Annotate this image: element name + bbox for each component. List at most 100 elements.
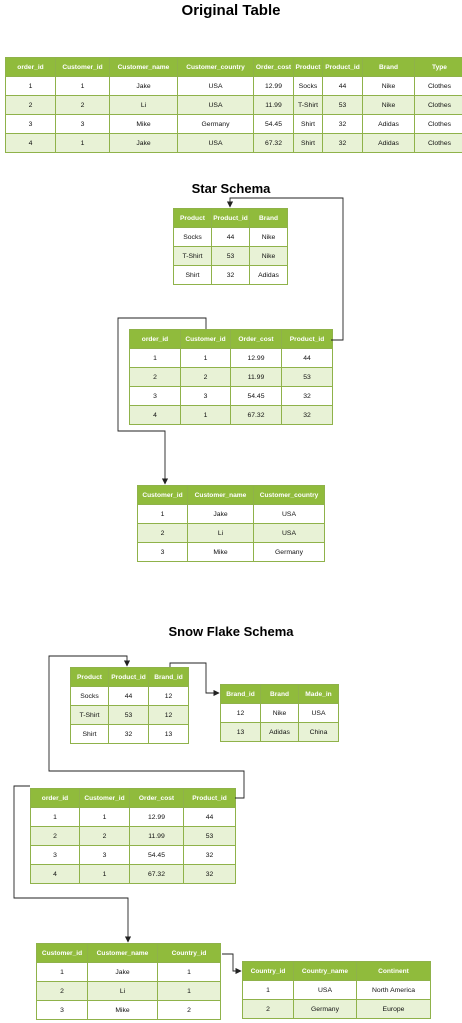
table-cell: 53	[108, 705, 149, 725]
table-cell: USA	[177, 95, 254, 115]
table-cell: 32	[183, 845, 236, 865]
column-header: order_id	[30, 788, 80, 808]
table-cell: Shirt	[293, 133, 323, 153]
column-header: Customer_country	[177, 57, 254, 77]
column-header: Product_id	[183, 788, 236, 808]
column-header: Product_id	[211, 208, 250, 228]
table-cell: 67.32	[253, 133, 294, 153]
table-cell: T-Shirt	[173, 246, 212, 266]
table-cell: 2	[55, 95, 110, 115]
table-cell: 13	[148, 724, 189, 744]
column-header: Product_id	[108, 667, 149, 687]
table-cell: Shirt	[70, 724, 109, 744]
table-cell: 2	[5, 95, 56, 115]
column-header: Product_id	[322, 57, 363, 77]
table-cell: 12.99	[129, 807, 184, 827]
table-cell: 2	[157, 1000, 221, 1020]
table-cell: 44	[322, 76, 363, 96]
table-cell: 1	[180, 405, 231, 425]
table-cell: 12.99	[253, 76, 294, 96]
table-cell: Clothes	[414, 133, 462, 153]
table-cell: 54.45	[129, 845, 184, 865]
column-header: Country_id	[242, 961, 294, 981]
table-cell: 1	[30, 807, 80, 827]
table-cell: USA	[293, 980, 357, 1000]
column-header: Order_cost	[230, 329, 282, 349]
column-header: Continent	[356, 961, 431, 981]
table-cell: 2	[36, 981, 88, 1001]
table-cell: 54.45	[253, 114, 294, 134]
table-cell: Adidas	[362, 114, 415, 134]
column-header: Country_id	[157, 943, 221, 963]
table-cell: 11.99	[230, 367, 282, 387]
table-cell: China	[298, 722, 339, 742]
column-header: Brand_id	[220, 684, 261, 704]
table-cell: Socks	[70, 686, 109, 706]
column-header: Customer_id	[180, 329, 231, 349]
star-schema-title: Star Schema	[191, 181, 271, 196]
table-cell: 53	[281, 367, 333, 387]
table-cell: 1	[157, 981, 221, 1001]
table-cell: Shirt	[293, 114, 323, 134]
table-cell: 4	[129, 405, 181, 425]
table-cell: Mike	[87, 1000, 158, 1020]
table-cell: 32	[322, 114, 363, 134]
table-cell: 44	[108, 686, 149, 706]
table-cell: 1	[180, 348, 231, 368]
table-cell: Adidas	[362, 133, 415, 153]
table-cell: 11.99	[253, 95, 294, 115]
table-cell: 12	[148, 686, 189, 706]
table-cell: 32	[322, 133, 363, 153]
column-header: Product_id	[281, 329, 333, 349]
table-cell: 1	[79, 864, 130, 884]
column-header: Brand	[362, 57, 415, 77]
table-cell: 13	[220, 722, 261, 742]
table-cell: 4	[5, 133, 56, 153]
column-header: Product	[173, 208, 212, 228]
table-cell: 1	[5, 76, 56, 96]
column-header: Type	[414, 57, 462, 77]
table-cell: 3	[5, 114, 56, 134]
table-cell: 2	[137, 523, 188, 543]
column-header: Customer_name	[87, 943, 158, 963]
table-cell: USA	[177, 76, 254, 96]
table-cell: 4	[30, 864, 80, 884]
table-cell: Europe	[356, 999, 431, 1019]
table-cell: USA	[177, 133, 254, 153]
column-header: Customer_country	[253, 485, 325, 505]
table-cell: 1	[129, 348, 181, 368]
column-header: Made_in	[298, 684, 339, 704]
table-cell: 3	[36, 1000, 88, 1020]
table-cell: Socks	[293, 76, 323, 96]
table-cell: Jake	[87, 962, 158, 982]
table-cell: 1	[36, 962, 88, 982]
column-header: order_id	[129, 329, 181, 349]
table-cell: Nike	[362, 95, 415, 115]
